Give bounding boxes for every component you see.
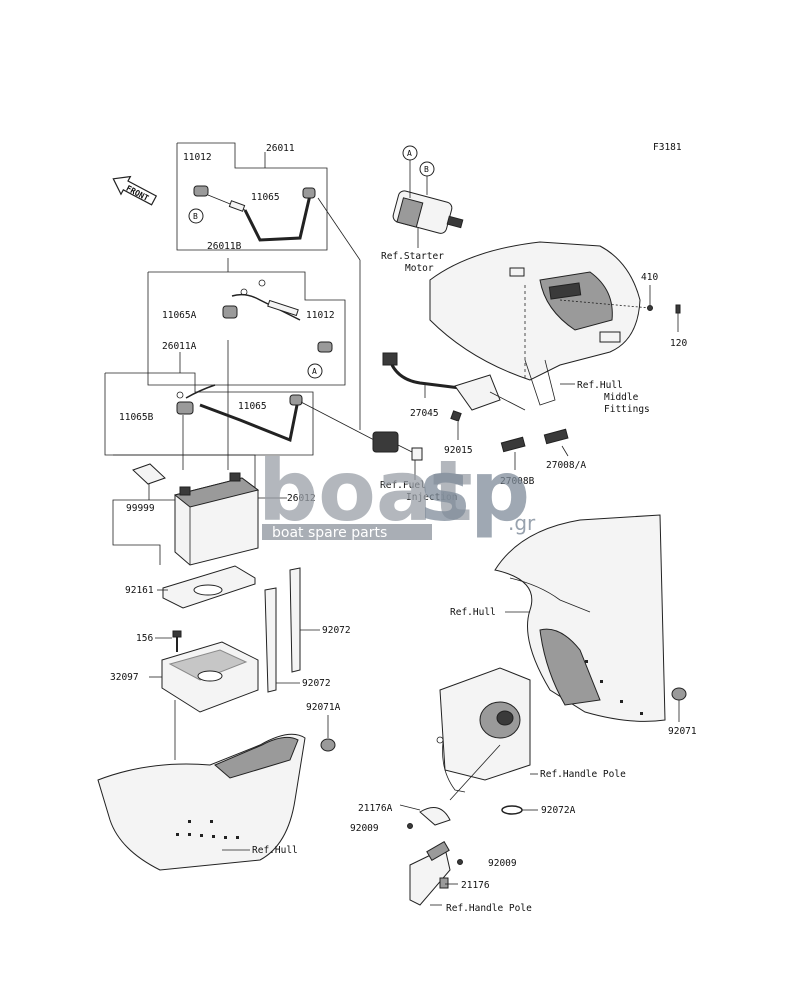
callout-a-mid: A [307, 363, 323, 379]
label-26011B: 26011B [207, 241, 242, 252]
fuel-injection-connector [372, 431, 423, 480]
battery-tray-32097 [149, 641, 259, 760]
band-92072A [501, 805, 538, 815]
bracket-26011B [147, 258, 346, 386]
connectors-27008 [500, 428, 569, 470]
cover-21176A [399, 804, 451, 829]
label-32097: 32097 [110, 672, 139, 683]
svg-text:B: B [193, 212, 198, 221]
svg-text:A: A [407, 149, 412, 158]
label-27008B: 27008B [500, 476, 535, 487]
bracket-26011A [104, 352, 314, 456]
watermark-suffix: .gr [508, 511, 536, 535]
label-92071: 92071 [668, 726, 697, 737]
label-156: 156 [136, 633, 153, 644]
label-11065B: 11065B [119, 412, 154, 423]
hull-middle-fittings [429, 241, 641, 406]
grommet-92071 [671, 687, 687, 722]
strap-92072 [264, 567, 320, 693]
label-ref-hull-right: Ref.Hull [450, 607, 496, 618]
label-11065A: 11065A [162, 310, 197, 321]
label-11065-mid: 11065 [238, 401, 267, 412]
label-410: 410 [641, 272, 658, 283]
label-27008A: 27008/A [546, 460, 586, 471]
harness-27045 [382, 352, 526, 411]
sensor-wire [436, 736, 501, 801]
grommet-92071A [320, 715, 336, 752]
label-11012-mid: 11012 [306, 310, 335, 321]
bracket-26012 [112, 454, 256, 565]
clip-92015 [450, 410, 462, 440]
bolt-156 [155, 630, 182, 652]
cable-26011B [222, 279, 333, 353]
pole-bracket [409, 840, 463, 906]
label-27045: 27045 [410, 408, 439, 419]
hull-left [97, 733, 306, 871]
label-92009-b: 92009 [488, 858, 517, 869]
front-arrow-icon: FRONT [112, 175, 158, 206]
watermark: boat sp .gr boat spare parts [258, 442, 536, 541]
label-11065-top: 11065 [251, 192, 280, 203]
label-ref-fuel-1: Ref.Fuel [380, 480, 426, 491]
label-ref-handle-pole-1: Ref.Handle Pole [540, 769, 626, 780]
label-ref-starter-1: Ref.Starter [381, 251, 444, 262]
watermark-brand-left: boat [258, 442, 473, 540]
label-ref-handle-pole-2: Ref.Handle Pole [446, 903, 532, 914]
label-120: 120 [670, 338, 687, 349]
watermark-brand-right: sp [420, 442, 530, 540]
handle-pole-plate [439, 667, 538, 781]
plate-92161 [157, 565, 256, 609]
label-92009-a: 92009 [350, 823, 379, 834]
cable-11065-top [193, 185, 316, 242]
battery-26012 [173, 472, 287, 566]
callout-a-starter: A [402, 145, 418, 161]
label-92015: 92015 [444, 445, 473, 456]
label-92161: 92161 [125, 585, 154, 596]
label-ref-hull-middle-1: Ref.Hull [577, 380, 623, 391]
label-26011A: 26011A [162, 341, 197, 352]
label-92071A: 92071A [306, 702, 341, 713]
label-ref-fuel-2: Injection [406, 492, 457, 503]
label-21176A: 21176A [358, 803, 393, 814]
label-99999: 99999 [126, 503, 155, 514]
starter-motor [392, 160, 464, 248]
label-ref-starter-2: Motor [405, 263, 434, 274]
label-26012: 26012 [287, 493, 316, 504]
label-92072-b: 92072 [302, 678, 331, 689]
label-ref-hull-middle-2: Middle [604, 392, 639, 403]
label-26011: 26011 [266, 143, 295, 154]
label-11012-top: 11012 [183, 152, 212, 163]
callout-b-top: B [188, 208, 204, 224]
label-card-99999 [132, 463, 166, 500]
hull-right [494, 514, 666, 722]
label-ref-hull-left: Ref.Hull [252, 845, 298, 856]
cable-26011A [176, 384, 303, 443]
fastener-410-120 [559, 285, 681, 332]
callout-b-starter: B [419, 161, 435, 177]
figure-code: F3181 [653, 142, 682, 153]
label-21176: 21176 [461, 880, 490, 891]
watermark-tagline: boat spare parts [272, 525, 387, 541]
label-92072A: 92072A [541, 805, 576, 816]
svg-text:A: A [312, 367, 317, 376]
bracket-26011 [176, 142, 328, 251]
svg-text:B: B [424, 165, 429, 174]
label-92072-a: 92072 [322, 625, 351, 636]
label-ref-hull-middle-3: Fittings [604, 404, 650, 415]
